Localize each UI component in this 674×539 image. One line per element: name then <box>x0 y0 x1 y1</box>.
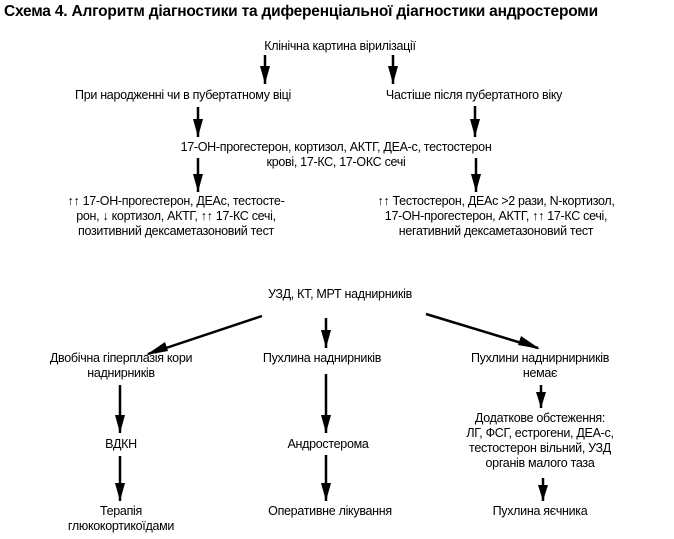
node-text: 17-ОН-прогестерон, кортизол, АКТГ, ДЕА-с… <box>180 140 492 154</box>
node-text: Андростерома <box>287 437 369 451</box>
node-text: Клінічна картина вірилізації <box>264 39 416 53</box>
node-text: немає <box>522 366 558 380</box>
node-text: ↑↑ Тестостерон, ДЕАс >2 рази, N-кортизол… <box>377 194 615 208</box>
node-text: наднирників <box>87 366 155 380</box>
node-birth-or-puberty: При народженні чи в пубертатному віці <box>75 88 291 103</box>
node-text: Оперативне лікування <box>268 504 392 518</box>
node-text: ↑↑ 17-ОН-прогестерон, ДЕАс, тестосте- <box>67 194 285 208</box>
arrowhead <box>193 174 203 192</box>
arrowhead <box>470 119 480 137</box>
node-text: тестостерон вільний, УЗД <box>469 441 611 455</box>
node-text: Пухлини наднирнирників <box>470 351 610 365</box>
node-text: негативний дексаметазоновий тест <box>398 224 594 238</box>
node-text: органів малого таза <box>485 456 595 470</box>
node-clinical-virilization: Клінічна картина вірилізації <box>264 39 416 54</box>
arrowhead <box>321 330 331 348</box>
arrowhead <box>193 119 203 137</box>
node-text: Терапія <box>99 504 142 518</box>
node-text: рон, ↓ кортизол, АКТГ, ↑↑ 17-КС сечі, <box>76 209 276 223</box>
node-text: Пухлина наднирників <box>262 351 382 365</box>
node-hormone-tests: 17-ОН-прогестерон, кортизол, АКТГ, ДЕА-с… <box>181 140 492 170</box>
arrowhead <box>388 66 398 84</box>
node-text: Частіше після пубертатного віку <box>385 88 563 102</box>
arrowhead <box>146 342 168 355</box>
arrowhead <box>260 66 270 84</box>
node-glucocorticoid-therapy: Терапія глюкокортикоїдами <box>67 504 175 534</box>
node-text: ВДКН <box>105 437 137 451</box>
node-text: глюкокортикоїдами <box>67 519 175 533</box>
arrow <box>147 314 263 356</box>
arrowhead <box>115 483 125 501</box>
node-text: позитивний дексаметазоновий тест <box>78 224 274 238</box>
node-surgery: Оперативне лікування <box>268 504 392 519</box>
node-right-lab-results: ↑↑ Тестостерон, ДЕАс >2 рази, N-кортизол… <box>377 194 614 239</box>
diagram-title: Схема 4. Алгоритм діагностики та диферен… <box>4 3 598 20</box>
node-text: Додаткове обстеження: <box>474 411 606 425</box>
node-text: При народженні чи в пубертатному віці <box>75 88 291 102</box>
arrowhead <box>536 392 546 408</box>
node-additional-exam: Додаткове обстеження: ЛГ, ФСГ, естрогени… <box>466 411 614 471</box>
node-after-puberty: Частіше після пубертатного віку <box>386 88 562 103</box>
node-ovarian-tumor: Пухлина яєчника <box>493 504 588 519</box>
arrowhead <box>538 485 548 501</box>
node-text: УЗД, КТ, МРТ наднирників <box>268 287 412 301</box>
node-text: крові, 17-КС, 17-ОКС сечі <box>266 155 406 169</box>
arrowhead <box>115 415 125 433</box>
node-imaging: УЗД, КТ, МРТ наднирників <box>268 287 412 302</box>
node-text: 17-ОН-прогестерон, АКТГ, ↑↑ 17-КС сечі, <box>384 209 608 223</box>
node-adrenal-tumor: Пухлина наднирників <box>263 351 381 366</box>
node-vdkn: ВДКН <box>105 437 137 452</box>
node-no-adrenal-tumor: Пухлини наднирнирників немає <box>471 351 609 381</box>
arrowhead <box>321 415 331 433</box>
node-androsteroma: Андростерома <box>287 437 368 452</box>
node-text: ЛГ, ФСГ, естрогени, ДЕА-с, <box>466 426 614 440</box>
node-text: Пухлина яєчника <box>492 504 588 518</box>
node-bilateral-hyperplasia: Двобічна гіперплазія кори наднирників <box>49 351 193 381</box>
node-left-lab-results: ↑↑ 17-ОН-прогестерон, ДЕАс, тестосте- ро… <box>68 194 285 239</box>
arrowhead <box>321 483 331 501</box>
arrowhead <box>471 174 481 192</box>
node-text: Двобічна гіперплазія кори <box>49 351 193 365</box>
arrowhead <box>518 336 540 349</box>
